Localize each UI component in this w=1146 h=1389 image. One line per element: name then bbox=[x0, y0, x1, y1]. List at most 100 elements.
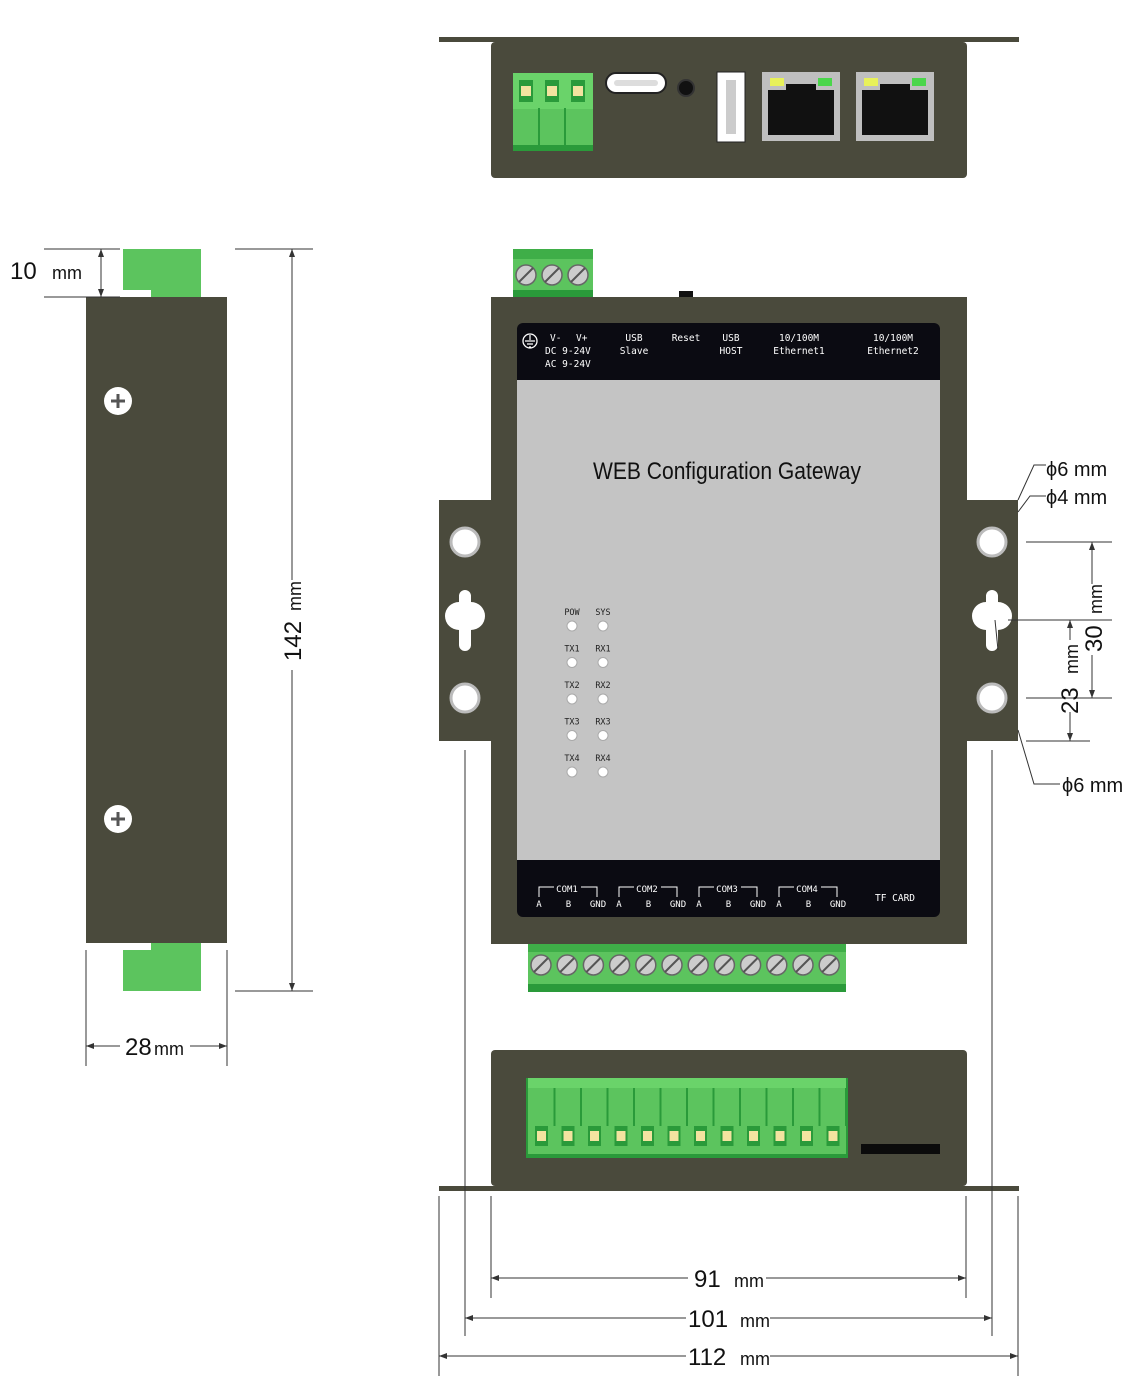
width-arrows bbox=[439, 1275, 1018, 1359]
mounting-hole bbox=[976, 682, 1008, 714]
screw-slot bbox=[559, 957, 575, 973]
com-pin-label: A bbox=[536, 900, 542, 910]
top-view-flange bbox=[439, 37, 1019, 42]
led-indicator-icon bbox=[566, 657, 578, 668]
led-label: POW bbox=[564, 608, 580, 618]
label-reset: Reset bbox=[672, 333, 701, 344]
width-91-value: 91 bbox=[694, 1266, 721, 1293]
terminal-clamp bbox=[749, 1131, 758, 1141]
com-pin-label: A bbox=[616, 900, 622, 910]
side-arrows bbox=[86, 249, 295, 1049]
label-v-plus: V+ bbox=[576, 333, 588, 344]
label-tf-card: TF CARD bbox=[875, 893, 915, 904]
ethernet-port-2 bbox=[856, 72, 934, 141]
terminal-clamp bbox=[696, 1131, 705, 1141]
led-label: RX1 bbox=[595, 645, 610, 655]
terminal-clamp bbox=[643, 1131, 652, 1141]
com-pin-label: B bbox=[806, 900, 811, 910]
screw-slot bbox=[769, 957, 785, 973]
screw-icon bbox=[104, 387, 132, 415]
hole-diameter-6-bottom: ϕ6 mm bbox=[1062, 775, 1123, 797]
terminal-clamp bbox=[722, 1131, 732, 1141]
com-name: COM2 bbox=[636, 885, 658, 895]
led-indicator-icon bbox=[566, 693, 578, 705]
com-pin-label: B bbox=[646, 900, 651, 910]
label-dc: DC 9-24V bbox=[545, 346, 591, 357]
terminal-clamp bbox=[563, 1131, 573, 1141]
com-name: COM4 bbox=[796, 885, 818, 895]
spacing-23-value: 23 bbox=[1057, 687, 1084, 714]
led-label: RX4 bbox=[595, 754, 610, 764]
label-usb-slave-2: Slave bbox=[620, 346, 649, 357]
terminal-clamp bbox=[828, 1131, 838, 1141]
power-terminal-front bbox=[513, 249, 593, 297]
led-indicator-icon bbox=[566, 620, 578, 632]
terminal-height-value: 10 bbox=[10, 258, 37, 285]
com-name: COM1 bbox=[556, 885, 578, 895]
spacing-30-unit: mm bbox=[1086, 584, 1106, 614]
label-ac: AC 9-24V bbox=[545, 359, 591, 370]
screw-slot bbox=[716, 957, 733, 973]
label-usb-host-2: HOST bbox=[720, 346, 743, 357]
label-eth1-name: Ethernet1 bbox=[773, 346, 825, 357]
side-terminal-top bbox=[123, 249, 201, 297]
label-eth2-speed: 10/100M bbox=[873, 333, 913, 344]
led-indicator-icon bbox=[597, 620, 609, 632]
led-indicator-icon bbox=[566, 730, 578, 741]
bottom-view-flange bbox=[439, 1186, 1019, 1191]
com-pin-label: B bbox=[566, 900, 571, 910]
screw-slot bbox=[795, 957, 811, 973]
com-bracket bbox=[778, 886, 838, 897]
height-value: 142 bbox=[280, 621, 307, 661]
com-terminal-front bbox=[528, 944, 846, 992]
label-v-minus: V- bbox=[550, 333, 561, 344]
hole-diameter-6-top: ϕ6 mm bbox=[1046, 459, 1107, 481]
top-view bbox=[439, 37, 1019, 178]
led-indicator-icon bbox=[597, 693, 609, 705]
com-bracket bbox=[618, 886, 678, 897]
led-label: TX3 bbox=[564, 718, 579, 728]
led-indicator-icon bbox=[597, 730, 609, 741]
screw-slot bbox=[611, 957, 628, 973]
screw-icon bbox=[104, 805, 132, 833]
led-indicator-icon bbox=[597, 657, 609, 668]
width-112-value: 112 bbox=[688, 1344, 726, 1371]
led-indicator-icon bbox=[597, 766, 609, 778]
width-101-value: 101 bbox=[688, 1306, 728, 1333]
com-pin-label: GND bbox=[590, 900, 606, 910]
com-pin-label: A bbox=[776, 900, 782, 910]
terminal-height-unit: mm bbox=[52, 263, 82, 283]
terminal-clamp bbox=[537, 1131, 546, 1141]
reset-button bbox=[679, 291, 693, 297]
com-bracket bbox=[698, 886, 758, 897]
led-label: RX3 bbox=[595, 718, 610, 728]
ground-icon bbox=[522, 333, 538, 349]
com-terminal-bottom bbox=[526, 1078, 848, 1158]
product-title: WEB Configuration Gateway bbox=[593, 458, 861, 485]
bottom-view bbox=[439, 1050, 1019, 1191]
screw-slot bbox=[533, 957, 549, 973]
mounting-hole bbox=[976, 526, 1008, 558]
mounting-hole bbox=[449, 682, 481, 714]
power-terminal-top bbox=[513, 73, 593, 151]
led-indicator-icon bbox=[566, 766, 578, 778]
com-pin-label: GND bbox=[670, 900, 686, 910]
led-label: TX1 bbox=[564, 645, 579, 655]
ethernet-port-1 bbox=[762, 72, 840, 141]
keyhole-slot bbox=[445, 590, 485, 651]
depth-value: 28 bbox=[125, 1034, 152, 1061]
led-label: TX2 bbox=[564, 681, 579, 691]
depth-unit: mm bbox=[154, 1039, 184, 1059]
mounting-hole bbox=[449, 526, 481, 558]
terminal-clamp bbox=[616, 1131, 626, 1141]
com-pin-label: A bbox=[696, 900, 702, 910]
width-91-unit: mm bbox=[734, 1271, 764, 1291]
tf-card-slot bbox=[861, 1144, 940, 1154]
screw-slot bbox=[638, 957, 654, 973]
led-label: TX4 bbox=[564, 754, 579, 764]
com-name: COM3 bbox=[716, 885, 738, 895]
side-view bbox=[86, 249, 227, 991]
